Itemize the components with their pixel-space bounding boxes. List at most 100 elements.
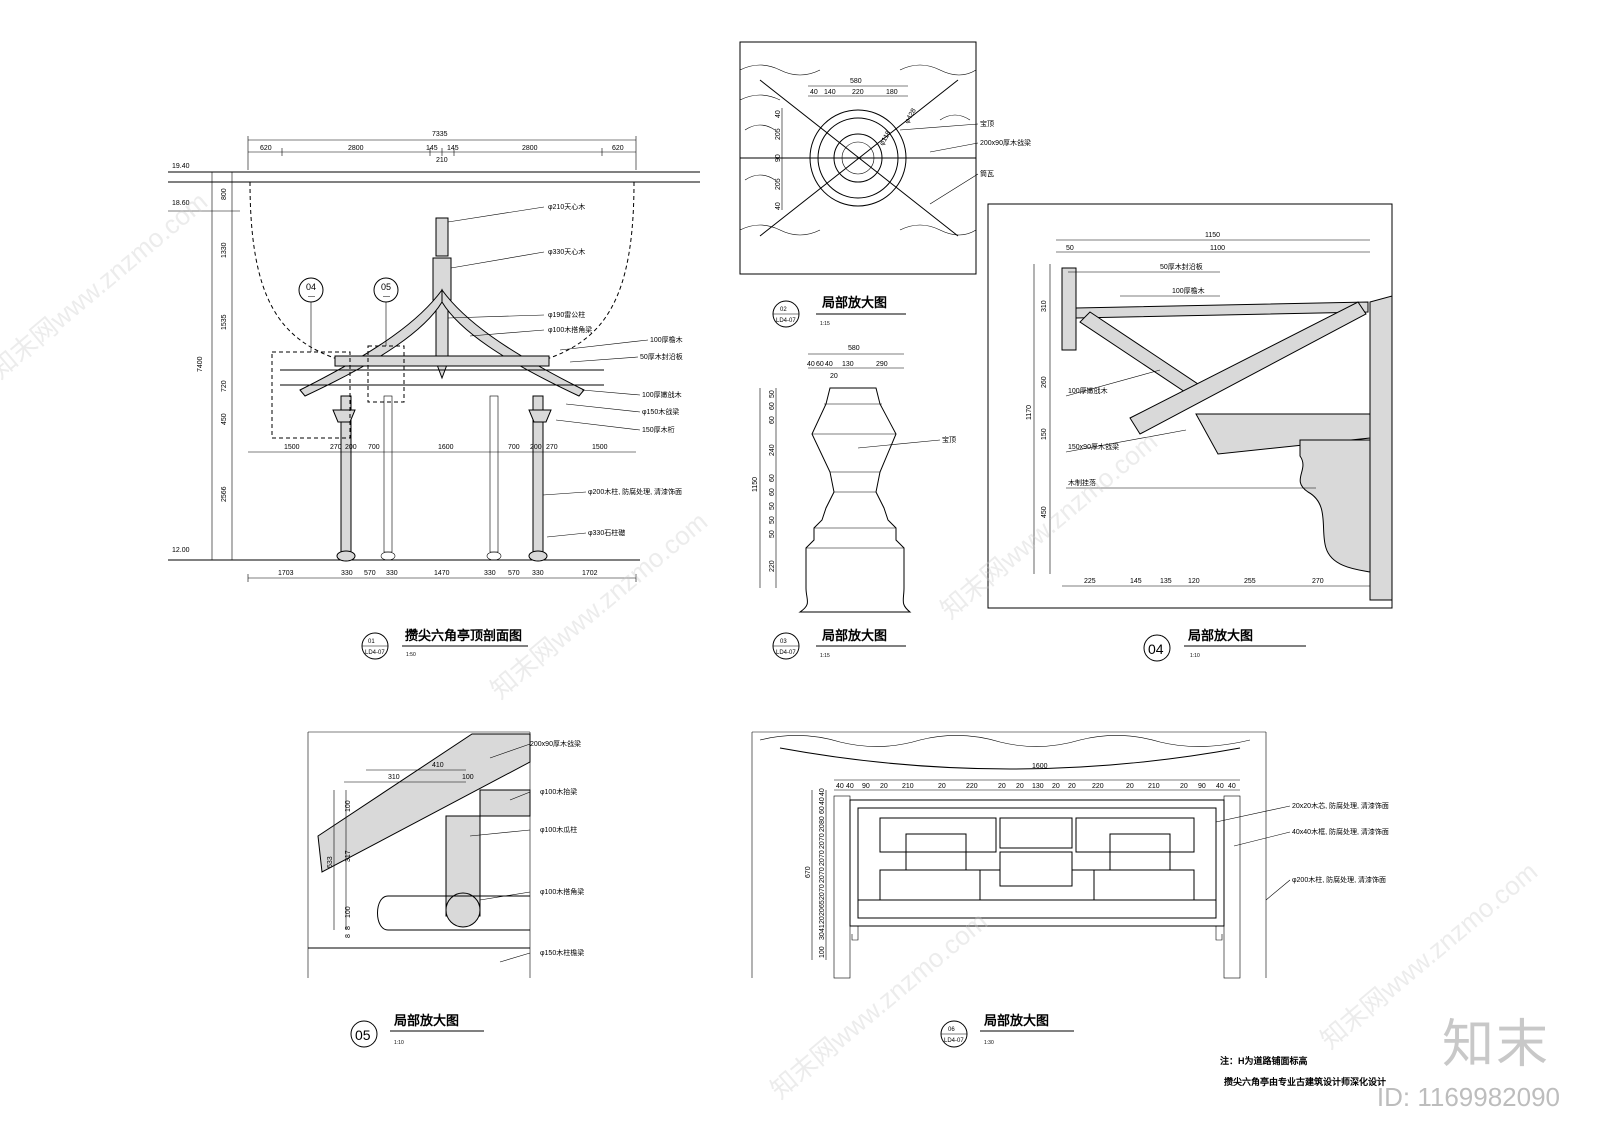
d05-side-dim-5: 8 bbox=[345, 926, 352, 930]
d01-bottom-dim-8: 330 bbox=[532, 570, 544, 577]
d06-h11: 20 bbox=[819, 875, 826, 883]
d06-title: 局部放大图 bbox=[984, 1013, 1049, 1028]
d03-h1: 50 bbox=[769, 390, 776, 398]
d05-side-dim-3: 317 bbox=[345, 850, 352, 862]
d01-mid-dim-8: 270 bbox=[546, 444, 558, 451]
d06-sub-dim-15: 210 bbox=[1148, 783, 1160, 790]
d04-h4: 450 bbox=[1041, 506, 1048, 518]
d01-callout-04-sub: — bbox=[308, 293, 315, 300]
d06-h5: 20 bbox=[819, 824, 826, 832]
d01-mid-dim-5: 1600 bbox=[438, 444, 454, 451]
watermark-layer: 知末网www.znzmo.com 知末网www.znzmo.com 知末网www… bbox=[0, 186, 1543, 1104]
d06-sub-dim-1: 40 bbox=[836, 783, 844, 790]
d01-label-2: φ330天心木 bbox=[548, 247, 585, 256]
d02-label-2: 200x90厚木戗梁 bbox=[980, 138, 1031, 147]
d04-top-dim: 1150 bbox=[1205, 232, 1220, 239]
d04-num: 04 bbox=[1148, 641, 1164, 657]
d01-bottom-dim-1: 1703 bbox=[278, 570, 294, 577]
d06-h10: 70 bbox=[819, 867, 826, 875]
d01-label-5: 100厚檐木 bbox=[650, 335, 683, 344]
d03-scale: 1:15 bbox=[820, 653, 830, 659]
d06-sub-dim-17: 90 bbox=[1198, 783, 1206, 790]
d05-label-2: φ100木抬梁 bbox=[540, 787, 577, 796]
d06-h9: 20 bbox=[819, 858, 826, 866]
d03-h2: 60 bbox=[769, 402, 776, 410]
d03-sub-dim-1: 40 bbox=[807, 361, 815, 368]
d06-h8: 70 bbox=[819, 850, 826, 858]
d01-bottom-dim-5: 1470 bbox=[434, 570, 450, 577]
drawing-01-section: 7335 620 2800 145 145 2800 620 210 19.40… bbox=[168, 131, 700, 660]
d06-scale: 1:30 bbox=[984, 1040, 994, 1046]
d02-sub-dim-1: 40 bbox=[810, 89, 818, 96]
d04-bottom-dim-1: 225 bbox=[1084, 578, 1096, 585]
d03-h5: 60 bbox=[769, 474, 776, 482]
watermark-text: 知末网www.znzmo.com bbox=[765, 906, 993, 1104]
watermark-text: 知末网www.znzmo.com bbox=[935, 426, 1163, 624]
d05-num: 05 bbox=[355, 1027, 371, 1043]
d05-label-4: φ100木搭角梁 bbox=[540, 887, 584, 896]
drawing-06-lattice: 1600 40 40 90 20 210 20 220 20 20 130 20… bbox=[751, 731, 1389, 1048]
d06-label-3: φ200木柱, 防腐处理, 清漆饰面 bbox=[1292, 875, 1386, 884]
d06-h17: 41 bbox=[819, 924, 826, 932]
d01-mid-dim-4: 700 bbox=[368, 444, 380, 451]
d03-sub-dim-5: 290 bbox=[876, 361, 888, 368]
d01-label-10: φ200木柱, 防腐处理, 清漆饰面 bbox=[588, 487, 682, 496]
d05-top-dim-2: 310 bbox=[388, 774, 400, 781]
d06-h6: 70 bbox=[819, 833, 826, 841]
d03-h10: 220 bbox=[769, 560, 776, 572]
d02-scale: 1:15 bbox=[820, 321, 830, 327]
d02-sub-dim-4: 180 bbox=[886, 89, 898, 96]
d01-title: 攒尖六角亭顶剖面图 bbox=[405, 628, 522, 643]
d02-side-dim-1: 40 bbox=[775, 110, 782, 118]
d04-label-3: 100厚嫩戗木 bbox=[1068, 386, 1108, 395]
d02-ref: LD4-07 bbox=[776, 318, 796, 324]
d01-top-dim-5: 2800 bbox=[522, 145, 538, 152]
d04-label-5: 木制挂落 bbox=[1068, 478, 1096, 487]
d06-sub-dim-7: 220 bbox=[966, 783, 978, 790]
d03-sub-dim-2: 60 bbox=[816, 361, 824, 368]
d06-h15: 20 bbox=[819, 908, 826, 916]
d06-h18: 30 bbox=[819, 932, 826, 940]
d01-scale: 1:50 bbox=[406, 652, 416, 658]
note-line-1: 注：H为道路铺面标高 bbox=[1220, 1055, 1308, 1066]
d05-label-3: φ100木瓜柱 bbox=[540, 825, 577, 834]
d01-bottom-dim-4: 330 bbox=[386, 570, 398, 577]
d06-h2: 40 bbox=[819, 797, 826, 805]
d05-side-dim-4: 100 bbox=[345, 906, 352, 918]
d03-sub-dim-4: 130 bbox=[842, 361, 854, 368]
d01-mid-dim-6: 700 bbox=[508, 444, 520, 451]
d03-h6: 60 bbox=[769, 488, 776, 496]
d05-side-dim-6: 8 bbox=[345, 934, 352, 938]
d03-h8: 50 bbox=[769, 516, 776, 524]
d01-h1: 800 bbox=[221, 188, 228, 200]
d03-title: 局部放大图 bbox=[822, 628, 887, 643]
d04-title: 局部放大图 bbox=[1188, 628, 1253, 643]
d02-sub-dim-2: 140 bbox=[824, 89, 836, 96]
d04-label-1: 50厚木封沿板 bbox=[1160, 262, 1203, 271]
d06-h14: 65 bbox=[819, 900, 826, 908]
d06-h7: 20 bbox=[819, 841, 826, 849]
d02-num: 02 bbox=[780, 307, 787, 313]
d06-sub-dim-5: 210 bbox=[902, 783, 914, 790]
d01-level-3: 12.00 bbox=[172, 547, 190, 554]
d01-overall-dim: 7335 bbox=[432, 131, 448, 138]
d04-bottom-dim-3: 135 bbox=[1160, 578, 1172, 585]
d05-top-dim-3: 100 bbox=[462, 774, 474, 781]
d01-bottom-dim-7: 570 bbox=[508, 570, 520, 577]
d05-scale: 1:10 bbox=[394, 1040, 404, 1046]
d01-center-dim: 210 bbox=[436, 157, 448, 164]
watermark-id: ID: 1169982090 bbox=[1376, 1082, 1560, 1112]
d01-label-3: φ190雷公柱 bbox=[548, 310, 585, 319]
d06-sub-dim-11: 20 bbox=[1052, 783, 1060, 790]
d06-sub-dim-12: 20 bbox=[1068, 783, 1076, 790]
d02-side-dim-2: 205 bbox=[775, 128, 782, 140]
d04-total-height: 1170 bbox=[1026, 405, 1033, 420]
drawing-05-beam-joint: 410 310 100 100 533 317 100 8 8 200x90厚木… bbox=[307, 731, 584, 1048]
d01-h2: 1330 bbox=[221, 242, 228, 258]
d05-side-dim-1: 100 bbox=[345, 800, 352, 812]
d06-h13: 20 bbox=[819, 892, 826, 900]
d01-bottom-dim-3: 570 bbox=[364, 570, 376, 577]
d06-sub-dim-10: 130 bbox=[1032, 783, 1044, 790]
d06-sub-dim-2: 40 bbox=[846, 783, 854, 790]
